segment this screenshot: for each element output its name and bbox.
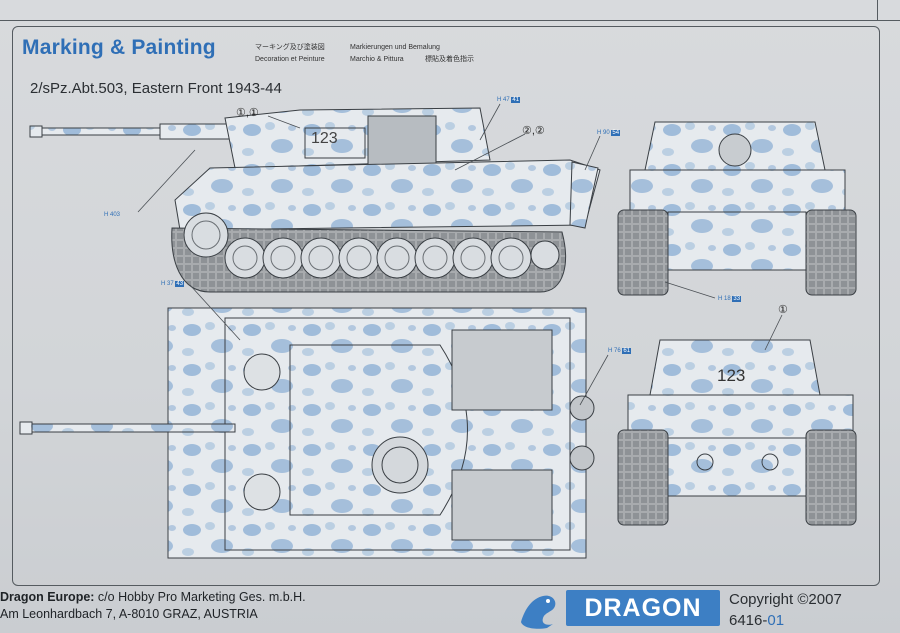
subtitle-japanese: マーキング及び塗装図 xyxy=(255,44,325,51)
color-ref-h37: H 37 43 xyxy=(161,281,185,287)
subtitle-italian: Marchio & Pittura xyxy=(350,56,404,63)
decal-marker-1-1: ①,① xyxy=(236,107,259,119)
subtitle-french: Decoration et Peinture xyxy=(255,56,325,63)
subtitle-chinese: 標貼及着色指示 xyxy=(425,56,474,63)
color-ref-h90: H 90 54 xyxy=(597,130,621,136)
decal-marker-2-2: ②,② xyxy=(522,125,545,137)
color-ref-h47: H 47 41 xyxy=(497,97,521,103)
front-view xyxy=(617,121,857,296)
dragon-logo-icon xyxy=(521,595,556,629)
color-ref-h18: H 18 33 xyxy=(718,296,742,302)
copyright: Copyright ©2007 xyxy=(729,591,842,608)
side-turret-number: 123 xyxy=(311,130,338,147)
color-ref-h76: H 76 61 xyxy=(608,348,632,354)
unit-caption: 2/sPz.Abt.503, Eastern Front 1943-44 xyxy=(30,80,282,97)
dragon-logo: DRAGON xyxy=(566,590,720,626)
marking-panel-frame xyxy=(12,26,880,586)
company-line: Dragon Europe: c/o Hobby Pro Marketing G… xyxy=(0,590,306,604)
top-view xyxy=(19,307,595,559)
address-line: Am Leonhardbach 7, A-8010 GRAZ, AUSTRIA xyxy=(0,607,258,621)
leader-lines xyxy=(137,103,783,406)
color-ref-h403: H 403 xyxy=(104,212,121,218)
decal-marker-1: ① xyxy=(778,304,788,316)
kit-code: 6416-01 xyxy=(729,612,785,629)
rear-turret-number: 123 xyxy=(717,366,746,385)
rear-view xyxy=(617,339,857,526)
page-title: Marking & Painting xyxy=(22,36,216,59)
subtitle-german: Markierungen und Bemalung xyxy=(350,44,440,51)
top-panel-border xyxy=(0,0,900,21)
side-view xyxy=(29,107,601,293)
